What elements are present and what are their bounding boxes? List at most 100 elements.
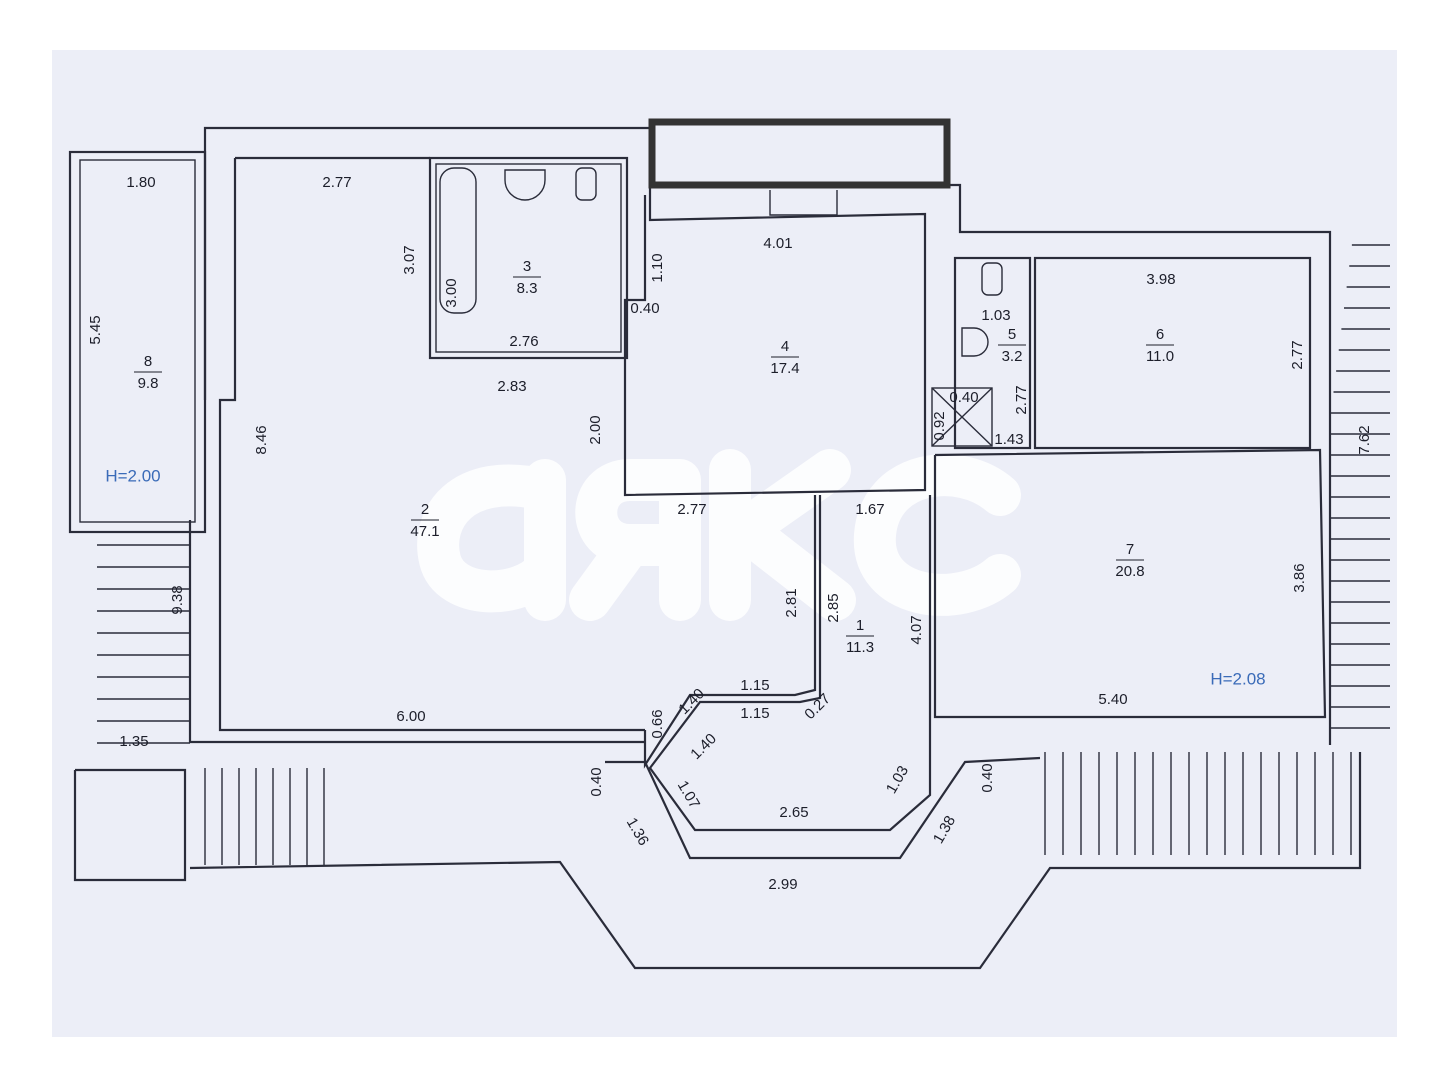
dimension-label: 1.43 xyxy=(994,431,1023,448)
window-top xyxy=(769,190,838,216)
room-5-outline xyxy=(953,256,1032,450)
room-3-inner xyxy=(435,163,622,353)
dimension-label: 2.77 xyxy=(1289,340,1306,369)
room-number: 2 xyxy=(421,501,429,518)
room-area: 47.1 xyxy=(410,523,439,540)
dimension-label: 0.40 xyxy=(630,300,659,317)
dimension-label: 2.77 xyxy=(677,501,706,518)
dimension-label: 2.99 xyxy=(768,876,797,893)
outer-wall-left xyxy=(188,520,645,744)
room-area: 8.3 xyxy=(517,280,538,297)
dimension-label: 5.45 xyxy=(87,315,104,344)
dimension-label: 2.76 xyxy=(509,333,538,350)
dimension-label: 0.40 xyxy=(588,767,605,796)
room-1-wall-left xyxy=(643,495,817,769)
dimension-label: 4.07 xyxy=(908,615,925,644)
room-area: 20.8 xyxy=(1115,563,1144,580)
dimension-label: 8.46 xyxy=(253,425,270,454)
porch-outline xyxy=(189,752,1362,970)
dimension-label: 5.40 xyxy=(1098,691,1127,708)
room-6-outline xyxy=(1033,256,1312,450)
room-number: 8 xyxy=(144,353,152,370)
sink-icon xyxy=(961,327,989,357)
sink-icon xyxy=(504,169,546,201)
room-4-wall xyxy=(623,195,927,497)
room-number: 4 xyxy=(781,338,789,355)
dimension-label: 3.00 xyxy=(443,278,460,307)
room-area: 11.0 xyxy=(1146,348,1174,365)
dimension-label: 0.27 xyxy=(801,690,834,723)
room-3-outline xyxy=(428,156,629,360)
shaft xyxy=(931,387,993,447)
dimension-labels: 1.80 2.77 3.07 3.00 2.76 2.83 2.00 8.46 5.45 9.38… xyxy=(87,174,1373,893)
watermark-glyph xyxy=(853,454,1021,616)
watermark-glyph xyxy=(417,459,566,621)
shaft-x2 xyxy=(931,387,993,447)
dimension-label: 2.00 xyxy=(587,415,604,444)
room-area: 9.8 xyxy=(138,375,159,392)
room-label-2: 247.1 xyxy=(410,501,439,540)
room-2-wall xyxy=(218,158,645,732)
dimension-label: 0.40 xyxy=(949,389,978,406)
dimension-label: 7.62 xyxy=(1356,425,1373,454)
dimension-label: 1.35 xyxy=(119,733,148,750)
landing xyxy=(73,768,187,882)
room-label-1: 111.3 xyxy=(846,617,874,656)
dimension-label: 1.15 xyxy=(740,677,769,694)
outer-wall-top-left xyxy=(203,126,652,400)
dimension-label: 1.38 xyxy=(930,813,959,847)
room-number: 1 xyxy=(856,617,864,634)
dimension-label: 1.10 xyxy=(649,253,666,282)
dimension-label: 6.00 xyxy=(396,708,425,725)
room-label-6: 611.0 xyxy=(1146,326,1174,365)
room-label-7: 720.8 xyxy=(1115,541,1144,580)
dimension-label: 1.40 xyxy=(675,685,708,718)
dimension-label: 3.98 xyxy=(1146,271,1175,288)
dimension-label: 1.03 xyxy=(981,307,1010,324)
room-number: 6 xyxy=(1156,326,1164,343)
room-1-wall xyxy=(648,495,932,832)
dimension-label: 0.66 xyxy=(649,709,666,738)
room-label-3: 38.3 xyxy=(513,258,541,297)
ceiling-height-label: H=2.08 xyxy=(1210,669,1265,688)
room-number: 3 xyxy=(523,258,531,275)
room-label-5: 53.2 xyxy=(998,326,1026,365)
dimension-label: 2.81 xyxy=(783,588,800,617)
dimension-label: 4.01 xyxy=(763,235,792,252)
dimension-label: 2.65 xyxy=(779,804,808,821)
dimension-label: 1.80 xyxy=(126,174,155,191)
dimension-label: 3.07 xyxy=(401,245,418,274)
room-number: 5 xyxy=(1008,326,1016,343)
bay-outer-wall xyxy=(605,756,1041,860)
room-number: 7 xyxy=(1126,541,1134,558)
dimension-label: 1.40 xyxy=(687,730,720,763)
room-8-inner xyxy=(79,159,196,523)
room-label-4: 417.4 xyxy=(770,338,799,377)
bathtub-icon xyxy=(439,167,477,314)
dimension-label: 9.38 xyxy=(169,585,186,614)
toilet-icon xyxy=(575,167,597,201)
dimension-label: 3.86 xyxy=(1291,563,1308,592)
dimension-label: 2.77 xyxy=(1013,385,1030,414)
watermark-glyph xyxy=(569,459,701,621)
toilet-icon xyxy=(981,262,1003,296)
dimension-label: 1.15 xyxy=(740,705,769,722)
dimension-label: 1.36 xyxy=(623,815,652,849)
stairs xyxy=(97,244,1390,865)
room-area: 11.3 xyxy=(846,639,874,656)
dimension-label: 2.85 xyxy=(825,593,842,622)
room-label-8: 89.8 xyxy=(134,353,162,392)
dimension-label: 1.67 xyxy=(855,501,884,518)
dimension-label: 0.92 xyxy=(931,411,948,440)
redacted-box xyxy=(648,118,951,189)
dimension-label: 2.83 xyxy=(497,378,526,395)
ceiling-height-label: H=2.00 xyxy=(105,466,160,485)
outer-wall-right xyxy=(947,183,1332,745)
room-area: 17.4 xyxy=(770,360,799,377)
dimension-label: 2.77 xyxy=(322,174,351,191)
room-area: 3.2 xyxy=(1002,348,1023,365)
dimension-label: 1.03 xyxy=(883,763,912,797)
room-7-outline xyxy=(933,448,1327,719)
